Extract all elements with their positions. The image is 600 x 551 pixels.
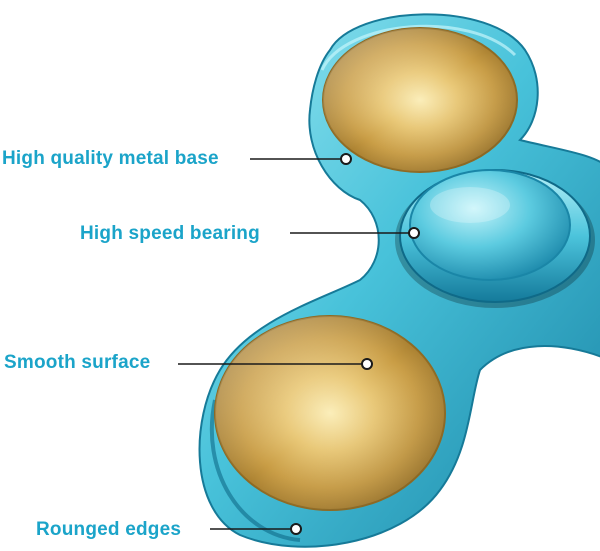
lower-rim-highlight xyxy=(209,399,301,542)
callout-label-surface: Smooth surface xyxy=(4,352,151,373)
center-bearing-cap xyxy=(395,169,595,308)
leader-dot-metal-base xyxy=(340,153,352,165)
callout-leaders xyxy=(178,153,420,535)
callout-label-metal-base: High quality metal base xyxy=(2,148,219,169)
lower-gold-cap xyxy=(214,315,446,511)
leader-dot-edges xyxy=(290,523,302,535)
leader-dot-surface xyxy=(361,358,373,370)
leader-dot-bearing xyxy=(408,227,420,239)
upper-rim-highlight xyxy=(320,24,517,71)
callout-label-bearing: High speed bearing xyxy=(80,223,260,244)
callout-label-edges: Rounged edges xyxy=(36,519,182,540)
upper-gold-cap xyxy=(322,27,518,173)
